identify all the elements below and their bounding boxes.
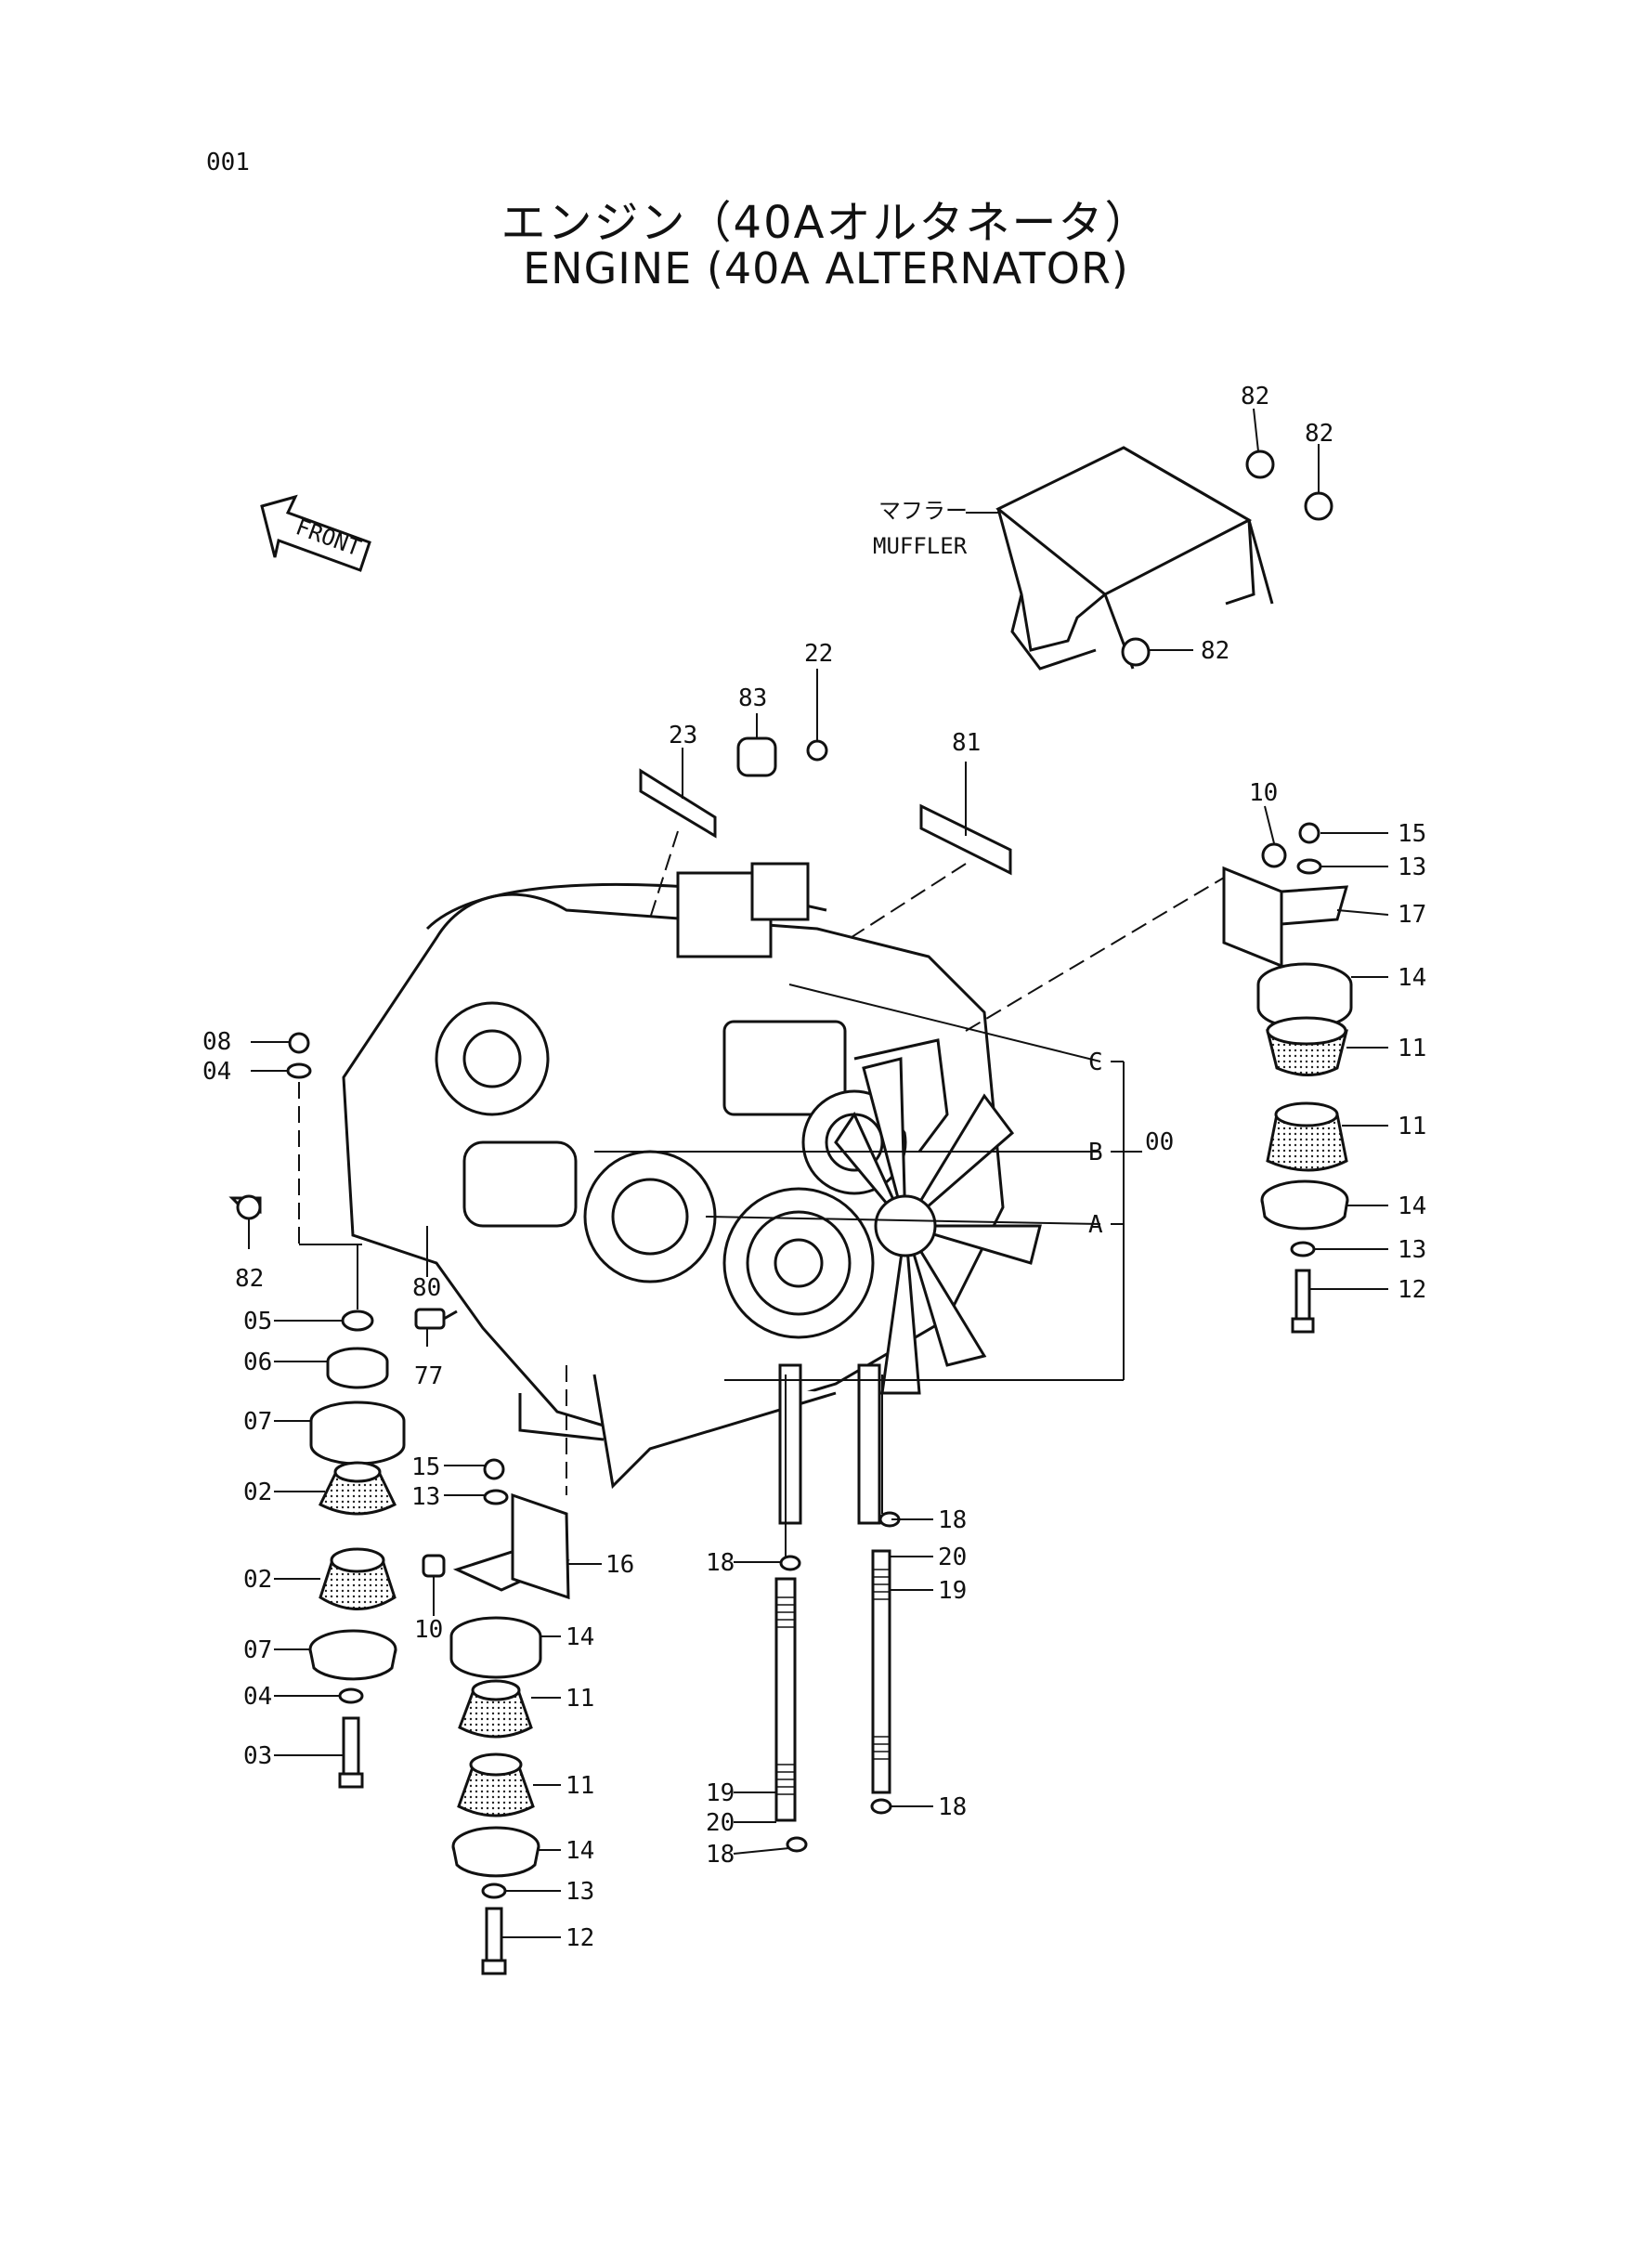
callout-10: 10	[414, 1616, 443, 1644]
callout-18: 18	[706, 1549, 735, 1577]
washer-04	[286, 1062, 312, 1079]
callout-19: 19	[706, 1779, 735, 1807]
title-japanese: エンジン（40Aオルタネータ）	[501, 197, 1151, 249]
page-number: 001	[206, 149, 250, 176]
bolt-22	[806, 739, 828, 762]
washer-04	[338, 1687, 364, 1704]
callout-00: 00	[1145, 1128, 1174, 1156]
bolt-10	[1261, 842, 1287, 868]
callout-14: 14	[1398, 964, 1426, 992]
rubber-02	[319, 1470, 397, 1516]
callout-07: 07	[243, 1636, 272, 1664]
callout-83: 83	[738, 684, 767, 712]
bolt-10	[422, 1554, 446, 1578]
callout-81: 81	[952, 729, 981, 757]
callout-18: 18	[938, 1506, 967, 1534]
callout-14: 14	[566, 1837, 594, 1865]
callout-20: 20	[938, 1544, 967, 1571]
callout-18: 18	[938, 1793, 967, 1821]
callout-13: 13	[1398, 853, 1426, 881]
callout-13: 13	[566, 1878, 594, 1906]
bolt-12	[1294, 1269, 1311, 1321]
nut-15	[483, 1458, 505, 1480]
callout-12: 12	[1398, 1276, 1426, 1304]
callout-17: 17	[1398, 901, 1426, 929]
bolt-12	[485, 1907, 503, 1962]
muffler-bracket	[995, 446, 1274, 671]
callout-23: 23	[669, 722, 697, 749]
callout-15: 15	[1398, 820, 1426, 848]
clamp-icon	[1121, 449, 1333, 667]
callout-22: 22	[804, 640, 833, 668]
nut-08	[288, 1032, 310, 1054]
callout-16: 16	[605, 1551, 634, 1579]
clip-18	[870, 1798, 892, 1815]
title-english: ENGINE (40A ALTERNATOR)	[523, 243, 1129, 293]
callout-14: 14	[566, 1623, 594, 1651]
washer-13	[481, 1883, 507, 1899]
fan	[834, 1057, 1042, 1395]
callout-77: 77	[414, 1362, 443, 1390]
engine-assembly	[342, 862, 1005, 1490]
callout-03: 03	[243, 1742, 272, 1770]
callout-C: C	[1088, 1049, 1103, 1076]
muffler-label-jp: マフラー	[878, 498, 968, 524]
callout-06: 06	[243, 1348, 272, 1376]
front-arrow-icon: FRONT	[260, 494, 371, 572]
washer-13	[1290, 1241, 1316, 1257]
callout-11: 11	[1398, 1035, 1426, 1062]
washer-13	[483, 1489, 509, 1505]
callout-08: 08	[202, 1028, 231, 1056]
callout-20: 20	[706, 1809, 735, 1837]
rubber-02	[319, 1558, 397, 1610]
washer-13	[1296, 858, 1322, 875]
callout-10: 10	[1249, 779, 1278, 807]
clip-18	[786, 1836, 808, 1853]
muffler-label-en: MUFFLER	[873, 533, 968, 559]
bolt-03	[342, 1716, 360, 1776]
callout-B: B	[1088, 1139, 1103, 1166]
callout-15: 15	[411, 1453, 440, 1481]
callout-82: 82	[1201, 637, 1229, 665]
sensor-77	[414, 1308, 458, 1330]
callout-04: 04	[243, 1683, 272, 1711]
bracket-23	[639, 768, 717, 839]
callout-11: 11	[566, 1772, 594, 1800]
plate-81	[919, 803, 1012, 876]
callout-80: 80	[412, 1274, 441, 1302]
callout-14: 14	[1398, 1192, 1426, 1220]
callout-82: 82	[1241, 383, 1269, 410]
callout-02: 02	[243, 1566, 272, 1594]
callout-18: 18	[706, 1841, 735, 1869]
clamp-83	[736, 736, 777, 777]
rod-19	[871, 1549, 891, 1794]
nut-15	[1298, 822, 1320, 844]
callout-07: 07	[243, 1408, 272, 1436]
callout-04: 04	[202, 1058, 231, 1086]
rubber-11	[458, 1688, 533, 1739]
callout-12: 12	[566, 1924, 594, 1952]
clip-18	[779, 1555, 801, 1571]
washer-05	[341, 1309, 374, 1332]
callout-11: 11	[566, 1685, 594, 1713]
bracket-17	[1222, 866, 1283, 969]
rubber-11	[457, 1763, 535, 1818]
callout-11: 11	[1398, 1113, 1426, 1140]
callout-13: 13	[1398, 1236, 1426, 1264]
callout-02: 02	[243, 1479, 272, 1506]
callout-05: 05	[243, 1308, 272, 1335]
callout-13: 13	[411, 1483, 440, 1511]
callout-19: 19	[938, 1577, 967, 1605]
callout-A: A	[1088, 1211, 1103, 1239]
rod-19	[774, 1577, 797, 1822]
callout-82: 82	[235, 1265, 264, 1293]
callout-82: 82	[1305, 420, 1333, 448]
